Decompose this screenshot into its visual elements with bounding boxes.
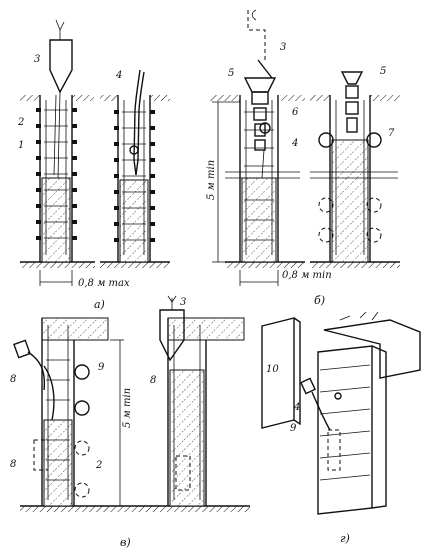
dim-label-0-8-min: 0,8 м min [282, 270, 332, 281]
label-2-v: 2 [95, 460, 102, 471]
label-9-g: 9 [290, 423, 297, 434]
label-4-b: 4 [291, 138, 298, 149]
dimension-a: 0,8 м max [39, 270, 130, 289]
label-8-v1: 8 [10, 374, 16, 385]
callout-labels: 3 2 1 4 3 5 6 4 5 7 8 9 8 2 3 8 10 4 9 [10, 42, 395, 471]
panel-g-column [261, 311, 421, 515]
label-4-a: 4 [115, 70, 122, 81]
label-3-a: 3 [34, 54, 40, 65]
panel-label-g: г) [340, 532, 350, 545]
label-7-b: 7 [388, 128, 395, 139]
label-10-g: 10 [266, 364, 279, 375]
label-1-a: 1 [18, 140, 24, 151]
label-5-b2: 5 [380, 66, 386, 77]
panel-v-column-2 [140, 295, 250, 512]
panel-label-v: в) [120, 536, 131, 549]
dim-label-0-8-max: 0,8 м max [78, 278, 130, 289]
panel-a-column-2 [100, 69, 170, 268]
label-3-b: 3 [280, 42, 286, 53]
label-3-v: 3 [180, 297, 186, 308]
panel-label-b: б) [314, 294, 325, 307]
label-6-b: 6 [292, 107, 299, 118]
label-2-a: 2 [17, 117, 24, 128]
label-5-b: 5 [228, 68, 234, 79]
panel-letters: а) б) в) г) [94, 294, 350, 549]
dimension-v: 5 м min [110, 339, 133, 506]
dim-label-5m-min-v: 5 м min [122, 388, 133, 428]
label-8-v3: 8 [150, 375, 156, 386]
panel-b-column-2 [310, 71, 400, 268]
label-9-v: 9 [98, 362, 105, 373]
panel-a-column-1 [20, 19, 95, 268]
panel-v-column-1 [13, 317, 140, 512]
label-4-g: 4 [293, 402, 300, 413]
dimension-b: 5 м min 0,8 м min [206, 101, 332, 286]
panel-label-a: а) [94, 298, 105, 311]
label-8-v2: 8 [10, 459, 16, 470]
dim-label-5m-min-b: 5 м min [206, 160, 217, 200]
panel-b-column-1 [210, 9, 305, 268]
